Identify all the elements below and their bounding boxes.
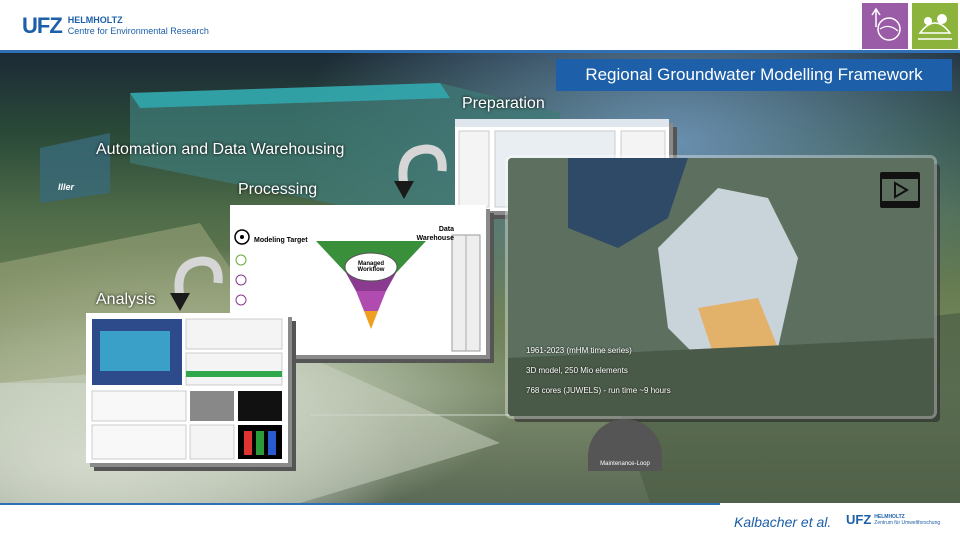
logo-line1: HELMHOLTZ: [67, 15, 123, 25]
footer-bar: [0, 503, 960, 540]
maintenance-loop: Maintenance-Loop: [588, 419, 662, 471]
automation-label: Automation and Data Warehousing: [96, 141, 345, 158]
logo-mark: UFZ: [22, 13, 63, 38]
sdg-6-clean-water-icon: [862, 3, 908, 49]
modeling-target-label: Modeling Target: [254, 237, 308, 244]
iller-label: Iller: [58, 182, 75, 192]
processing-panel: Modeling Target Data Warehouse Managed W…: [230, 205, 486, 355]
map-caption-2: 3D model, 250 Mio elements: [526, 366, 628, 375]
video-play-icon[interactable]: [880, 172, 920, 208]
managed-workflow-label: Managed Workflow: [357, 261, 385, 273]
germany-model-map: 1961-2023 (mHM time series) 3D model, 25…: [508, 158, 934, 416]
curved-arrow-icon: [394, 144, 447, 199]
slide-title: Regional Groundwater Modelling Framework: [556, 59, 952, 91]
sdg-15-life-on-land-icon: [912, 3, 958, 49]
header-divider: [0, 50, 960, 53]
footer-logo-line1: HELMHOLTZ: [874, 513, 905, 520]
map-caption-3: 768 cores (JUWELS) - run time ~9 hours: [526, 386, 671, 395]
logo-line2: Centre for Environmental Research: [67, 26, 209, 36]
map-caption-1: 1961-2023 (mHM time series): [526, 346, 632, 355]
footer-divider: [0, 503, 720, 505]
curved-arrow-icon: [170, 256, 223, 311]
footer-logo-line2: Zentrum für Umweltforschung: [874, 519, 941, 526]
analysis-label: Analysis: [96, 291, 156, 308]
ufz-logo: UFZ HELMHOLTZ Centre for Environmental R…: [22, 12, 209, 40]
footer-ufz-logo: UFZ HELMHOLTZ Zentrum für Umweltforschun…: [846, 512, 940, 527]
processing-label: Processing: [238, 181, 318, 198]
footer-logo-mark: UFZ: [846, 512, 872, 527]
analysis-panel: [86, 313, 288, 463]
terrain-scene: Regional Groundwater Modelling Framework…: [0, 53, 960, 503]
data-warehouse-label: Data Warehouse: [416, 226, 454, 242]
preparation-label: Preparation: [462, 95, 545, 112]
header-bar: UFZ HELMHOLTZ Centre for Environmental R…: [0, 0, 960, 52]
author-credit: Kalbacher et al.: [734, 514, 832, 530]
